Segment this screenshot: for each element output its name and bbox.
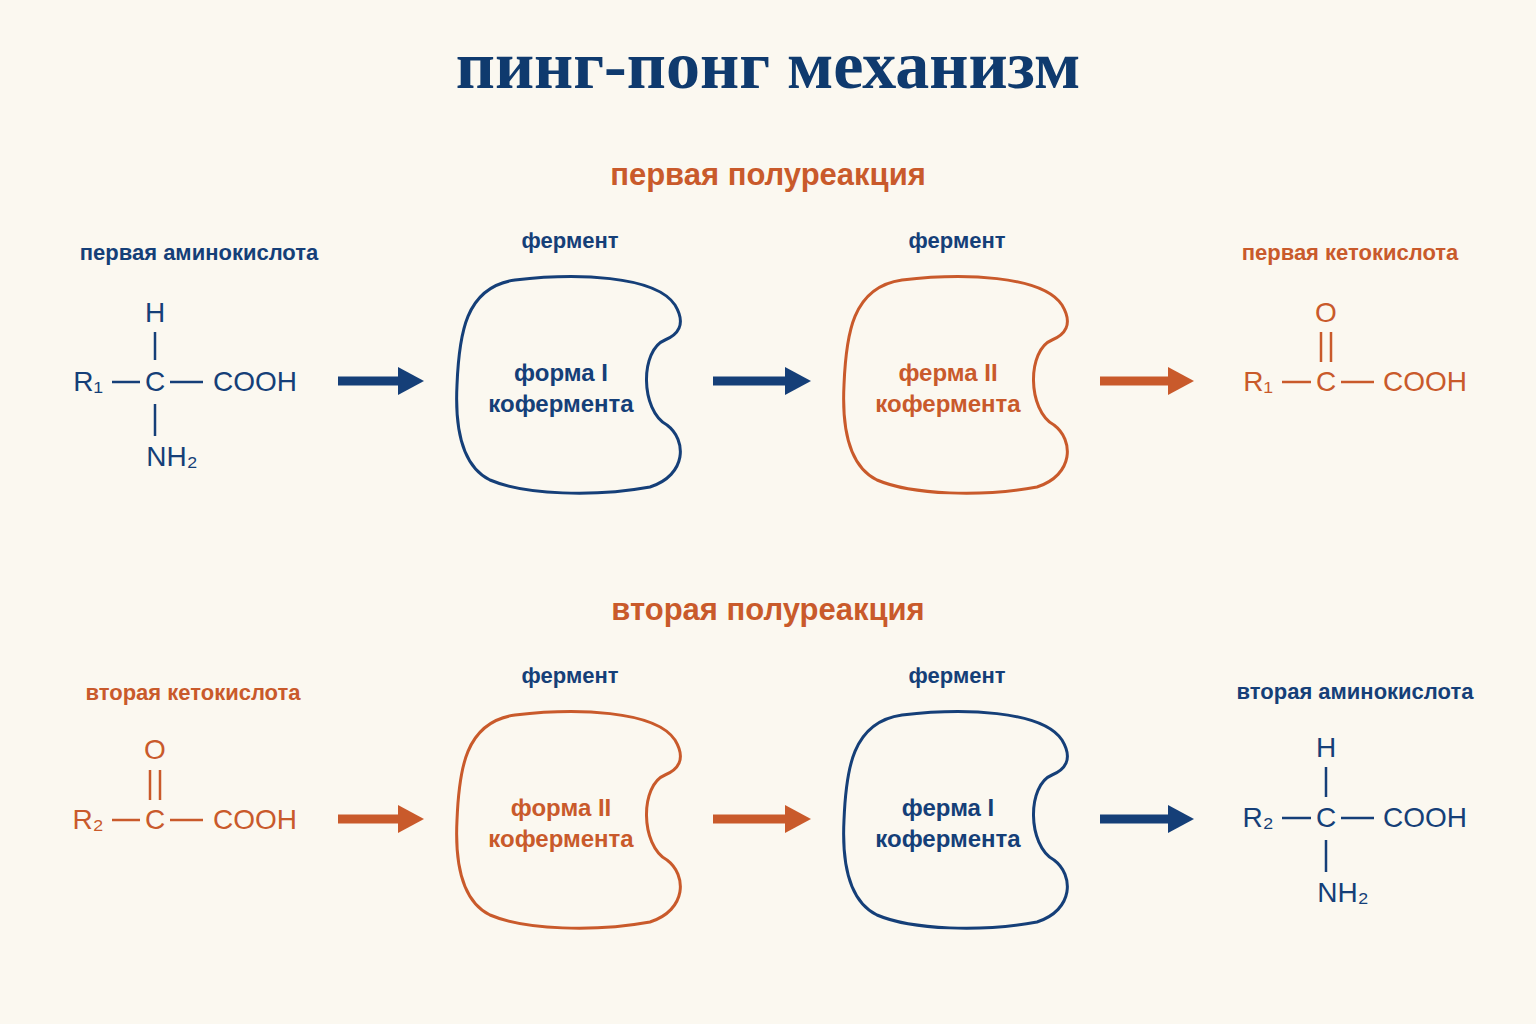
enzyme-outline-path: [844, 277, 1068, 494]
coenzyme-form: форма I кофермента: [471, 357, 651, 419]
compound-name: вторая кетокислота: [85, 681, 300, 705]
section-heading: вторая полуреакция: [611, 593, 924, 627]
section-heading: первая полуреакция: [610, 158, 926, 192]
enzyme-outline-path: [457, 277, 681, 494]
enzyme-label: фермент: [842, 227, 1072, 256]
atom-label: R₂: [1242, 803, 1273, 834]
atom-label: H: [1316, 733, 1336, 764]
atom-label: C: [1316, 803, 1336, 834]
atom-label: COOH: [1383, 803, 1467, 834]
amino-acid-bonds: [112, 332, 1374, 872]
atom-label: COOH: [213, 805, 297, 836]
atom-label: R₁: [73, 367, 103, 398]
atom-label: C: [1316, 367, 1336, 398]
enzyme-shape: ферментферма I кофермента: [842, 710, 1072, 928]
molecule-structure: вторая кетокислотаO R₂ C COOH: [55, 672, 310, 847]
molecule-structure: первая кетокислотаO R₁ C COOH: [1225, 235, 1495, 480]
enzyme-label: фермент: [455, 227, 685, 256]
molecule-structure: первая аминокислотаHR₁CCOOHNH₂: [55, 235, 310, 480]
atom-label: COOH: [213, 367, 297, 398]
coenzyme-form: форма II кофермента: [471, 792, 651, 854]
compound-name: вторая аминокислота: [1237, 680, 1474, 704]
compound-name: первая кетокислота: [1242, 241, 1459, 265]
reaction-arrow: [1100, 377, 1169, 386]
atom-label: C: [145, 367, 165, 398]
enzyme-shape: ферментферма II кофермента: [842, 275, 1072, 493]
keto-acid-bonds: [112, 332, 1374, 820]
reaction-arrow: [338, 377, 399, 386]
diagram-title: пинг-понг механизм: [0, 28, 1536, 103]
atom-label: H: [145, 298, 165, 329]
atom-label: R₂: [72, 805, 103, 836]
atom-label: O: [1315, 298, 1337, 329]
atom-label: NH₂: [1317, 878, 1368, 909]
enzyme-label: фермент: [842, 662, 1072, 691]
coenzyme-form: ферма II кофермента: [858, 357, 1038, 419]
enzyme-label: фермент: [455, 662, 685, 691]
enzyme-shape: ферментформа II кофермента: [455, 710, 685, 928]
reaction-arrow: [713, 815, 786, 824]
atom-label: O: [144, 735, 166, 766]
atom-label: COOH: [1383, 367, 1467, 398]
enzyme-outline-path: [844, 712, 1068, 929]
enzyme-shape: ферментформа I кофермента: [455, 275, 685, 493]
reaction-arrow: [338, 815, 399, 824]
coenzyme-form: ферма I кофермента: [858, 792, 1038, 854]
reaction-arrow: [713, 377, 786, 386]
atom-label: C: [145, 805, 165, 836]
atom-label: R₁: [1243, 367, 1273, 398]
compound-name: первая аминокислота: [80, 241, 319, 265]
enzyme-outline-path: [457, 712, 681, 929]
atom-label: NH₂: [146, 442, 197, 473]
molecule-structure: вторая аминокислотаH R₂ C COOH NH₂: [1225, 672, 1495, 917]
reaction-arrow: [1100, 815, 1169, 824]
